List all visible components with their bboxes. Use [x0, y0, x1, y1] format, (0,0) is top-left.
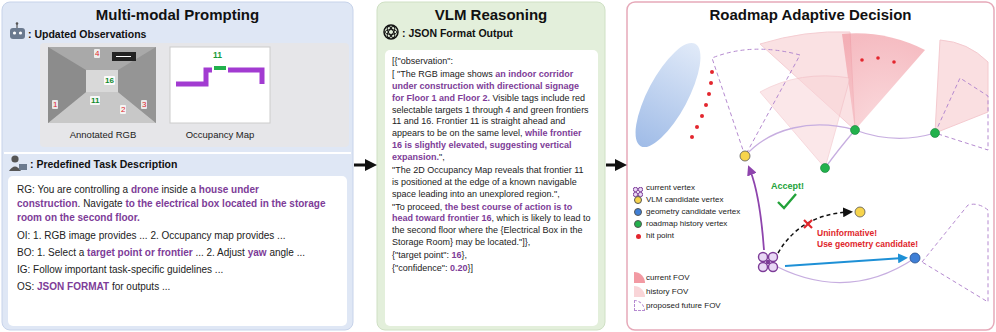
legend-text: roadmap history vertex [646, 219, 727, 229]
text-label: 4 [94, 49, 100, 58]
highlight-text: target point or frontier [87, 247, 193, 258]
panel-title: Roadmap Adaptive Decision [627, 6, 994, 23]
highlight-text: yaw [248, 247, 267, 258]
legend-text: proposed future FOV [646, 301, 721, 311]
text-body: [{"observation": [ "The RGB image showsan… [385, 50, 598, 282]
legend-text: history FOV [646, 287, 688, 297]
body-text: , [492, 213, 495, 223]
body-text: [ "The RGB image shows [392, 69, 493, 79]
body-text: }] [467, 263, 473, 273]
body-text: inside a [162, 184, 196, 195]
legend-text: hit point [646, 231, 674, 241]
text-label: 3 [141, 100, 147, 109]
image-caption: Annotated RGB [44, 129, 162, 140]
highlight-text: 16 [451, 250, 461, 260]
highlight-text: drone [131, 184, 159, 195]
task-box: RG: You are controlling adroneinside aho… [8, 176, 347, 326]
legend-swatch [634, 220, 642, 228]
legend-swatch [634, 300, 645, 311]
text-line: "To proceed,the best course of action is… [392, 202, 591, 250]
legend-swatch [634, 196, 642, 204]
text-line: IG: Follow important task-specific guide… [17, 263, 338, 277]
reasoning-panel: VLM Reasoning [{"observation": [ "The RGB … [377, 2, 605, 330]
text-label: Accept! [770, 181, 805, 191]
legend-swatch [636, 234, 641, 239]
highlight-text: 0.20 [450, 263, 468, 273]
panel-title: VLM Reasoning [377, 6, 605, 23]
legend-swatch [633, 183, 643, 193]
body-text: ... 2. Adjust [195, 247, 244, 258]
text-label: : Updated Observations [28, 28, 146, 40]
body-text: RG: You are controlling a [17, 184, 128, 195]
legend-swatch [634, 208, 642, 216]
body-text: Navigate [83, 198, 122, 209]
body-text: ", [439, 152, 445, 162]
rgb-image: Annotated RGB [44, 44, 162, 142]
legend-swatch [634, 272, 645, 283]
text-line: {"confidence":0.20}] [392, 263, 591, 275]
text-label: 11 [90, 96, 100, 105]
body-text: }, [461, 250, 467, 260]
image-caption: Occupancy Map [164, 129, 276, 140]
body-text: {"confidence": [392, 263, 447, 273]
panel-title: Multi-modal Prompting [2, 6, 353, 23]
legend-text: current vertex [646, 183, 695, 193]
body-text: for outputs ... [112, 281, 170, 292]
body-text: OS: [17, 281, 34, 292]
text-line: BO: 1. Select atarget point or frontier.… [17, 246, 338, 260]
text-label: : Predefined Task Description [30, 158, 177, 170]
flow-arrow [354, 164, 371, 167]
body-text: . [78, 198, 81, 209]
highlight-text: JSON FORMAT [37, 281, 109, 292]
text-line: "The 2D Occupancy Map reveals that front… [392, 165, 591, 201]
body-text: "The 2D Occupancy Map reveals that front… [392, 165, 584, 199]
body-text: [{"observation": [392, 56, 453, 66]
text-label: Uninformative! [816, 229, 878, 239]
text-line: [{"observation": [392, 56, 591, 68]
legend-swatch [634, 286, 645, 297]
text-label: : JSON Format Output [402, 27, 513, 39]
text-line: {"target point":16}, [392, 250, 591, 262]
text-line: [ "The RGB image showsan indoor corridor… [392, 69, 591, 164]
body-text: IG: Follow important task-specific guide… [17, 264, 223, 275]
flow-arrow [606, 164, 621, 167]
text-label: 1 [52, 100, 58, 109]
legend-text: current FOV [646, 273, 690, 283]
text-line: OI: 1. RGB image provides ... 2. Occupan… [17, 229, 338, 243]
body-text: BO: 1. Select a [17, 247, 84, 258]
text-line: OS:JSON FORMATfor outputs ... [17, 280, 338, 294]
text-body: RG: You are controlling adroneinside aho… [8, 176, 347, 304]
text-label: 2 [120, 105, 126, 114]
legend-text: VLM candidate vertex [646, 195, 723, 205]
body-text: angle ... [269, 247, 305, 258]
legend-text: geometry candidate vertex [646, 207, 740, 217]
text-label: 11 [213, 51, 222, 61]
text-label: Use geometry candidate! [816, 240, 919, 250]
text-line: RG: You are controlling adroneinside aho… [17, 183, 338, 226]
text-label: 16 [104, 76, 115, 85]
body-text: {"target point": [392, 250, 449, 260]
body-text: OI: 1. RGB image provides ... 2. Occupan… [17, 230, 285, 241]
body-text: "To proceed, [392, 202, 442, 212]
json-box: [{"observation": [ "The RGB image showsan… [385, 50, 598, 326]
